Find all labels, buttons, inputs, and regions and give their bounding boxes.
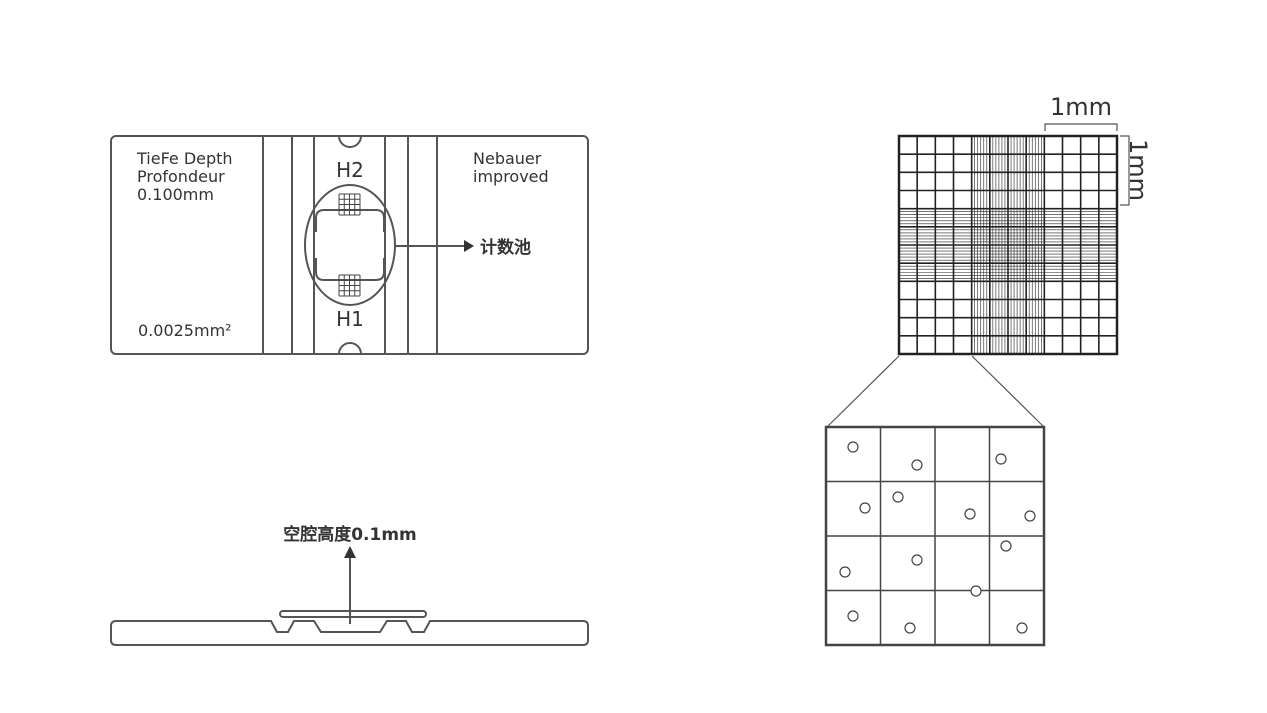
area-label: 0.0025mm²: [138, 321, 232, 340]
cell-dot: [995, 453, 1007, 465]
cell-dot: [904, 622, 916, 634]
slide-outline: [110, 135, 589, 355]
side-profile: [110, 620, 589, 646]
width-dimension: [1044, 123, 1118, 131]
cell-dot: [847, 610, 859, 622]
cover-glass: [279, 610, 427, 618]
width-dimension-label: 1mm: [1050, 93, 1112, 121]
depth-line-2: Profondeur: [137, 167, 225, 186]
bottom-notch: [338, 342, 362, 355]
cell-dots: [839, 441, 1036, 634]
chamber-h2-label: H2: [336, 158, 364, 182]
zoom-connector: [826, 355, 1045, 428]
height-dimension-label: 1mm: [1124, 139, 1152, 201]
cell-dot: [1016, 622, 1028, 634]
depth-line-1: TieFe Depth: [136, 149, 233, 168]
cavity-height-label: 空腔高度0.1mm: [283, 524, 417, 545]
cavity-arrowhead: [344, 546, 356, 558]
cell-dot: [847, 441, 859, 453]
cell-dot: [892, 491, 904, 503]
mini-grid-icon: [338, 193, 361, 216]
cell-dot: [964, 508, 976, 520]
counting-pool-label: 计数池: [480, 237, 531, 258]
height-dimension: [1120, 135, 1130, 206]
cell-dot: [839, 566, 851, 578]
counting-grid: [897, 134, 1119, 356]
brand-line-1: Nebauer: [473, 149, 542, 168]
brand-line-2: improved: [473, 167, 549, 186]
chamber-h1-label: H1: [336, 307, 364, 331]
cell-dot: [1024, 510, 1036, 522]
depth-line-3: 0.100mm: [137, 185, 214, 204]
zoomed-square: [824, 425, 1046, 647]
top-notch: [338, 135, 362, 148]
cell-dot: [1000, 540, 1012, 552]
cell-dot: [911, 459, 923, 471]
mini-grid-icon: [338, 274, 361, 297]
slide-side-view: [110, 556, 589, 646]
cell-dot: [859, 502, 871, 514]
counting-pool-arrowhead: [464, 240, 474, 252]
cell-dot: [911, 554, 923, 566]
cell-dot: [970, 585, 982, 597]
